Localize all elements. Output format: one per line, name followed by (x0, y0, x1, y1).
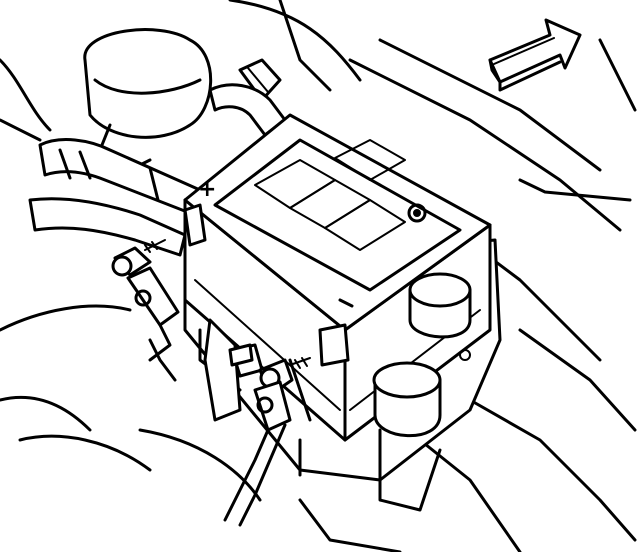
left-hoses (28, 138, 202, 257)
relay-caps (372, 272, 472, 512)
direction-arrow-icon (488, 18, 582, 92)
positive-terminal-mark: + (198, 177, 216, 202)
positive-cable (111, 239, 180, 362)
side-terminals (183, 203, 350, 367)
upper-hose-clamp (208, 58, 287, 137)
hold-down-bracket (148, 318, 312, 422)
